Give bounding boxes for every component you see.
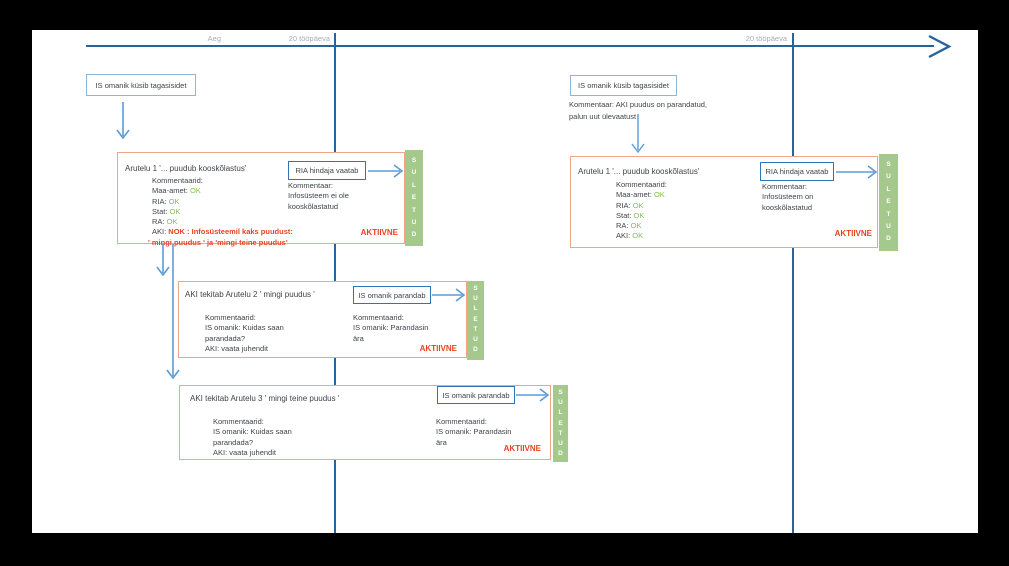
left-discussion1-title: Arutelu 1 '... puudub kooskõlastus'	[125, 164, 247, 173]
comments-heading: Kommentaarid:	[152, 176, 203, 185]
discussion2-title: AKI tekitab Arutelu 2 ' mingi puudus '	[185, 290, 315, 299]
discussion2-result: Kommentaarid: IS omanik: Parandasin ära	[353, 313, 429, 343]
left-discussion1-action-box: RIA hindaja vaatab	[288, 161, 366, 180]
comment-row-nok-detail: ' mingi puudus ' ja 'mingi teine puudus'	[148, 237, 288, 247]
left-discussion1-action-label: RIA hindaja vaatab	[295, 166, 359, 175]
left-discussion1-comments: Kommentaarid: Maa-amet: OK RIA: OK Stat:…	[148, 176, 293, 248]
period-divider-line-2	[792, 33, 794, 533]
discussion3-action-label: IS omanik parandab	[442, 390, 510, 400]
comment-row: Maa-amet: OK	[616, 190, 665, 200]
discussion3-result: Kommentaarid: IS omanik: Parandasin ära	[436, 417, 512, 447]
timeline-arrowhead-icon	[926, 34, 952, 59]
discussion3-close-arrow	[516, 387, 550, 403]
right-feedback-request-label: IS omanik küsib tagasisidet	[578, 81, 669, 90]
discussion3-title: AKI tekitab Arutelu 3 ' mingi teine puud…	[190, 394, 340, 403]
comment-row: Maa-amet: OK	[152, 186, 201, 196]
right-discussion1-action-label: RIA hindaja vaatab	[765, 167, 829, 176]
right-feedback-request-box: IS omanik küsib tagasisidet	[570, 75, 677, 96]
right-discussion1-closed-tab: S U L E T U D	[879, 154, 898, 251]
comment-row: RA: OK	[152, 217, 178, 227]
left-discussion1-status-badge: AKTIIVNE	[360, 228, 398, 237]
discussion2-action-box: IS omanik parandab	[353, 286, 431, 304]
right-flow-down-arrow	[631, 114, 645, 154]
right-discussion1-status-badge: AKTIIVNE	[834, 229, 872, 238]
discussion3-comments: Kommentaarid: IS omanik: Kuidas saan par…	[213, 417, 292, 457]
right-discussion1-action-box: RIA hindaja vaatab	[760, 162, 834, 181]
left-feedback-request-label: IS omanik küsib tagasisidet	[95, 80, 187, 90]
discussion3-status-badge: AKTIIVNE	[503, 444, 541, 453]
discussion2-closed-tab: S U L E T U D	[467, 281, 484, 360]
discussion2-comments: Kommentaarid: IS omanik: Kuidas saan par…	[205, 313, 284, 353]
comment-row: Stat: OK	[152, 206, 181, 216]
flow-arrow-to-discussion3	[166, 244, 180, 380]
right-discussion1-result: Kommentaar: Infosüsteem on kooskõlastatu…	[762, 182, 814, 212]
discussion3-action-box: IS omanik parandab	[437, 386, 515, 404]
left-flow-down-arrow	[116, 102, 130, 140]
discussion2-status-badge: AKTIIVNE	[419, 344, 457, 353]
timeline-time-label: Aeg	[207, 34, 221, 43]
comment-row: RIA: OK	[152, 196, 180, 206]
right-discussion1-comments: Kommentaarid: Maa-amet: OK RIA: OK Stat:…	[616, 180, 667, 241]
timeline-axis	[86, 45, 934, 47]
discussion3-closed-tab: S U L E T U D	[553, 385, 568, 462]
right-discussion1-close-arrow	[836, 164, 878, 180]
left-discussion1-closed-tab: S U L E T U D	[405, 150, 423, 246]
timeline-period2-label: 20 tööpäeva	[745, 34, 787, 43]
comment-row: AKI: OK	[616, 231, 644, 241]
comment-row: RA: OK	[616, 221, 642, 231]
flow-arrow-to-discussion2	[156, 244, 170, 277]
discussion2-action-label: IS omanik parandab	[358, 290, 426, 300]
right-feedback-comment: Kommentaar: AKI puudus on parandatud, pa…	[569, 100, 708, 121]
left-discussion1-close-arrow	[368, 163, 404, 179]
comment-row: Stat: OK	[616, 210, 645, 220]
left-feedback-request-box: IS omanik küsib tagasisidet	[86, 74, 196, 96]
comment-row: RIA: OK	[616, 200, 644, 210]
comment-row-nok: AKI: NOK : Infosüsteemil kaks puudust:	[152, 227, 293, 237]
right-discussion1-title: Arutelu 1 '... puudub kooskõlastus'	[578, 167, 700, 176]
discussion2-close-arrow	[432, 287, 466, 303]
left-discussion1-result: Kommentaar: Infosüsteem ei ole kooskõlas…	[288, 181, 349, 211]
timeline-period1-label: 20 tööpäeva	[288, 34, 330, 43]
